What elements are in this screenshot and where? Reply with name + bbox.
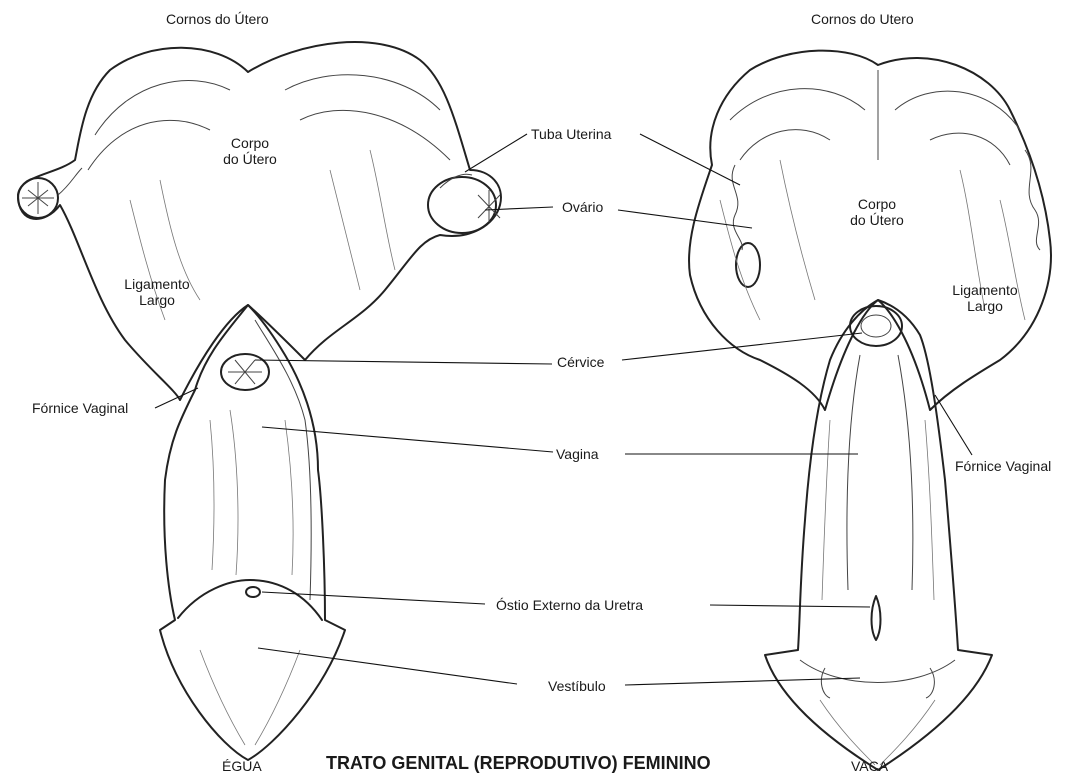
label-urethral-orifice: Óstio Externo da Uretra	[496, 597, 643, 613]
label-vestibule: Vestíbulo	[548, 678, 606, 694]
mare-left-horn-fold	[88, 80, 230, 170]
label-left-broad-ligament-line2: Largo	[139, 292, 175, 308]
label-left-broad-ligament: Ligamento Largo	[114, 276, 200, 308]
leader-tuba-left	[465, 134, 527, 172]
label-mare: ÉGUA	[222, 758, 262, 774]
leader-vestibulo-left	[258, 648, 517, 684]
leader-ostio-left	[262, 592, 485, 604]
leader-vagina-left	[262, 427, 553, 452]
label-right-broad-ligament-line2: Largo	[967, 298, 1003, 314]
cow-vagina-inner-wall	[847, 355, 913, 590]
cow-vagina-outline	[765, 300, 992, 770]
label-right-vaginal-fornix: Fórnice Vaginal	[955, 458, 1051, 474]
label-right-uterine-body: Corpo do Útero	[842, 196, 912, 228]
mare-vagina-inner-wall	[255, 320, 311, 600]
mare-right-horn-fold	[285, 75, 450, 160]
mare-left-tube	[58, 168, 82, 195]
mare-vestibule	[178, 580, 322, 620]
cow-urethral-opening	[872, 596, 881, 640]
cow-uterus-outline	[689, 51, 1051, 410]
label-right-broad-ligament-line1: Ligamento	[952, 282, 1017, 298]
label-left-uterine-horns: Cornos do Útero	[166, 11, 269, 27]
cow-left-ovary	[736, 243, 760, 287]
cow-cervix-inner	[861, 315, 891, 337]
leader-cervice-right	[622, 333, 862, 360]
mare-left-ovary-rosette	[22, 182, 54, 214]
cow-left-tube	[732, 165, 742, 250]
label-right-uterine-body-line1: Corpo	[858, 196, 896, 212]
leader-tuba-right	[640, 134, 740, 185]
label-vagina: Vagina	[556, 446, 599, 462]
label-cow: VACA	[851, 758, 888, 774]
label-left-uterine-body: Corpo do Útero	[220, 135, 280, 167]
mare-uterus-outline	[18, 42, 501, 400]
label-right-broad-ligament: Ligamento Largo	[944, 282, 1026, 314]
mare-hatching	[130, 150, 395, 745]
leader-cervice-left	[255, 360, 552, 364]
mare-cervix-folds	[228, 360, 262, 384]
label-left-uterine-body-line2: do Útero	[223, 151, 277, 167]
cow-horn-folds	[730, 89, 1020, 165]
leader-vestibulo-right	[625, 678, 860, 685]
label-left-vaginal-fornix: Fórnice Vaginal	[32, 400, 128, 416]
label-ovary: Ovário	[562, 199, 603, 215]
leader-ostio-right	[710, 605, 870, 607]
mare-urethral-opening	[246, 587, 260, 597]
cow-reproductive-tract	[689, 51, 1051, 770]
label-cervix: Cérvice	[557, 354, 604, 370]
mare-right-ovary	[428, 177, 496, 233]
label-left-broad-ligament-line1: Ligamento	[124, 276, 189, 292]
label-uterine-tube: Tuba Uterina	[531, 126, 611, 142]
figure-title: TRATO GENITAL (REPRODUTIVO) FEMININO	[326, 755, 711, 771]
mare-vagina-outline	[160, 305, 345, 760]
leader-ovario-right	[618, 210, 752, 228]
label-left-uterine-body-line1: Corpo	[231, 135, 269, 151]
label-right-uterine-horns: Cornos do Utero	[811, 11, 914, 27]
label-right-uterine-body-line2: do Útero	[850, 212, 904, 228]
